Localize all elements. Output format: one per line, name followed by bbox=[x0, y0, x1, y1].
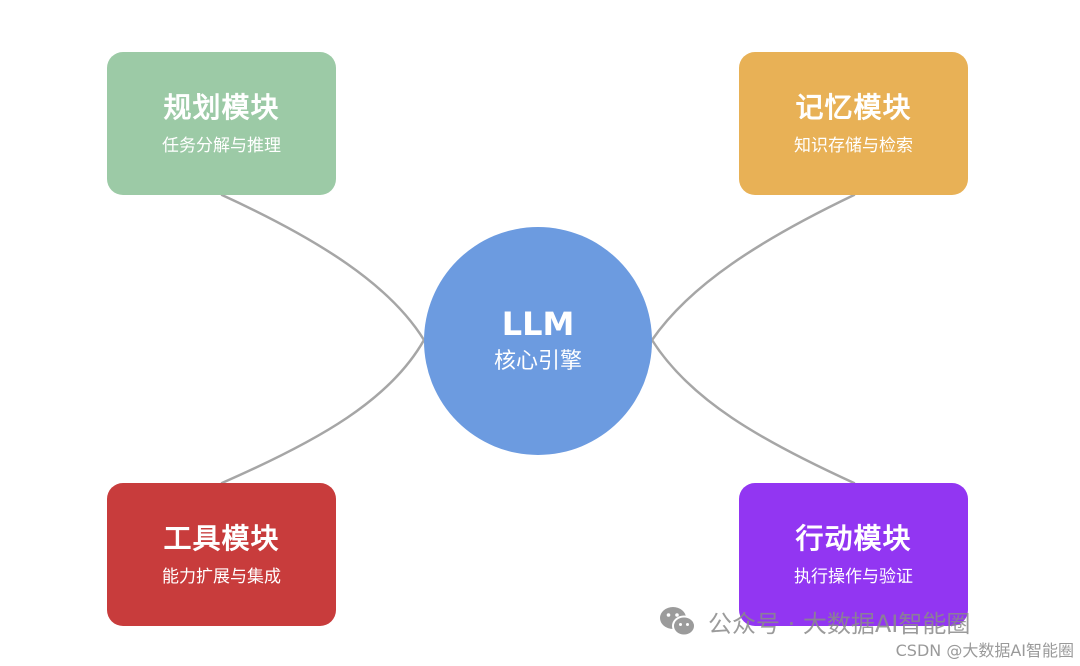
tools-module-subtitle: 能力扩展与集成 bbox=[162, 567, 281, 588]
wechat-watermark: 公众号 · 大数据AI智能圈 bbox=[658, 604, 970, 639]
memory-module-box: 记忆模块 知识存储与检索 bbox=[739, 52, 968, 195]
wechat-icon bbox=[658, 605, 698, 639]
connector-tools bbox=[220, 338, 426, 485]
planning-module-box: 规划模块 任务分解与推理 bbox=[107, 52, 336, 195]
memory-module-title: 记忆模块 bbox=[795, 90, 912, 124]
action-module-subtitle: 执行操作与验证 bbox=[794, 567, 913, 588]
watermark-text: 公众号 · 大数据AI智能圈 bbox=[708, 610, 971, 638]
memory-module-subtitle: 知识存储与检索 bbox=[794, 136, 913, 157]
llm-core-node: LLM 核心引擎 bbox=[424, 227, 652, 455]
connector-planning bbox=[220, 193, 426, 342]
csdn-credit: CSDN @大数据AI智能圈 bbox=[895, 641, 1074, 660]
action-module-box: 行动模块 执行操作与验证 bbox=[739, 483, 968, 626]
connector-action bbox=[650, 338, 856, 485]
llm-core-title: LLM bbox=[501, 305, 575, 344]
tools-module-box: 工具模块 能力扩展与集成 bbox=[107, 483, 336, 626]
tools-module-title: 工具模块 bbox=[163, 521, 280, 555]
action-module-title: 行动模块 bbox=[795, 521, 912, 555]
llm-core-subtitle: 核心引擎 bbox=[493, 349, 582, 375]
planning-module-title: 规划模块 bbox=[163, 90, 280, 124]
planning-module-subtitle: 任务分解与推理 bbox=[162, 136, 281, 157]
connector-memory bbox=[650, 193, 856, 342]
